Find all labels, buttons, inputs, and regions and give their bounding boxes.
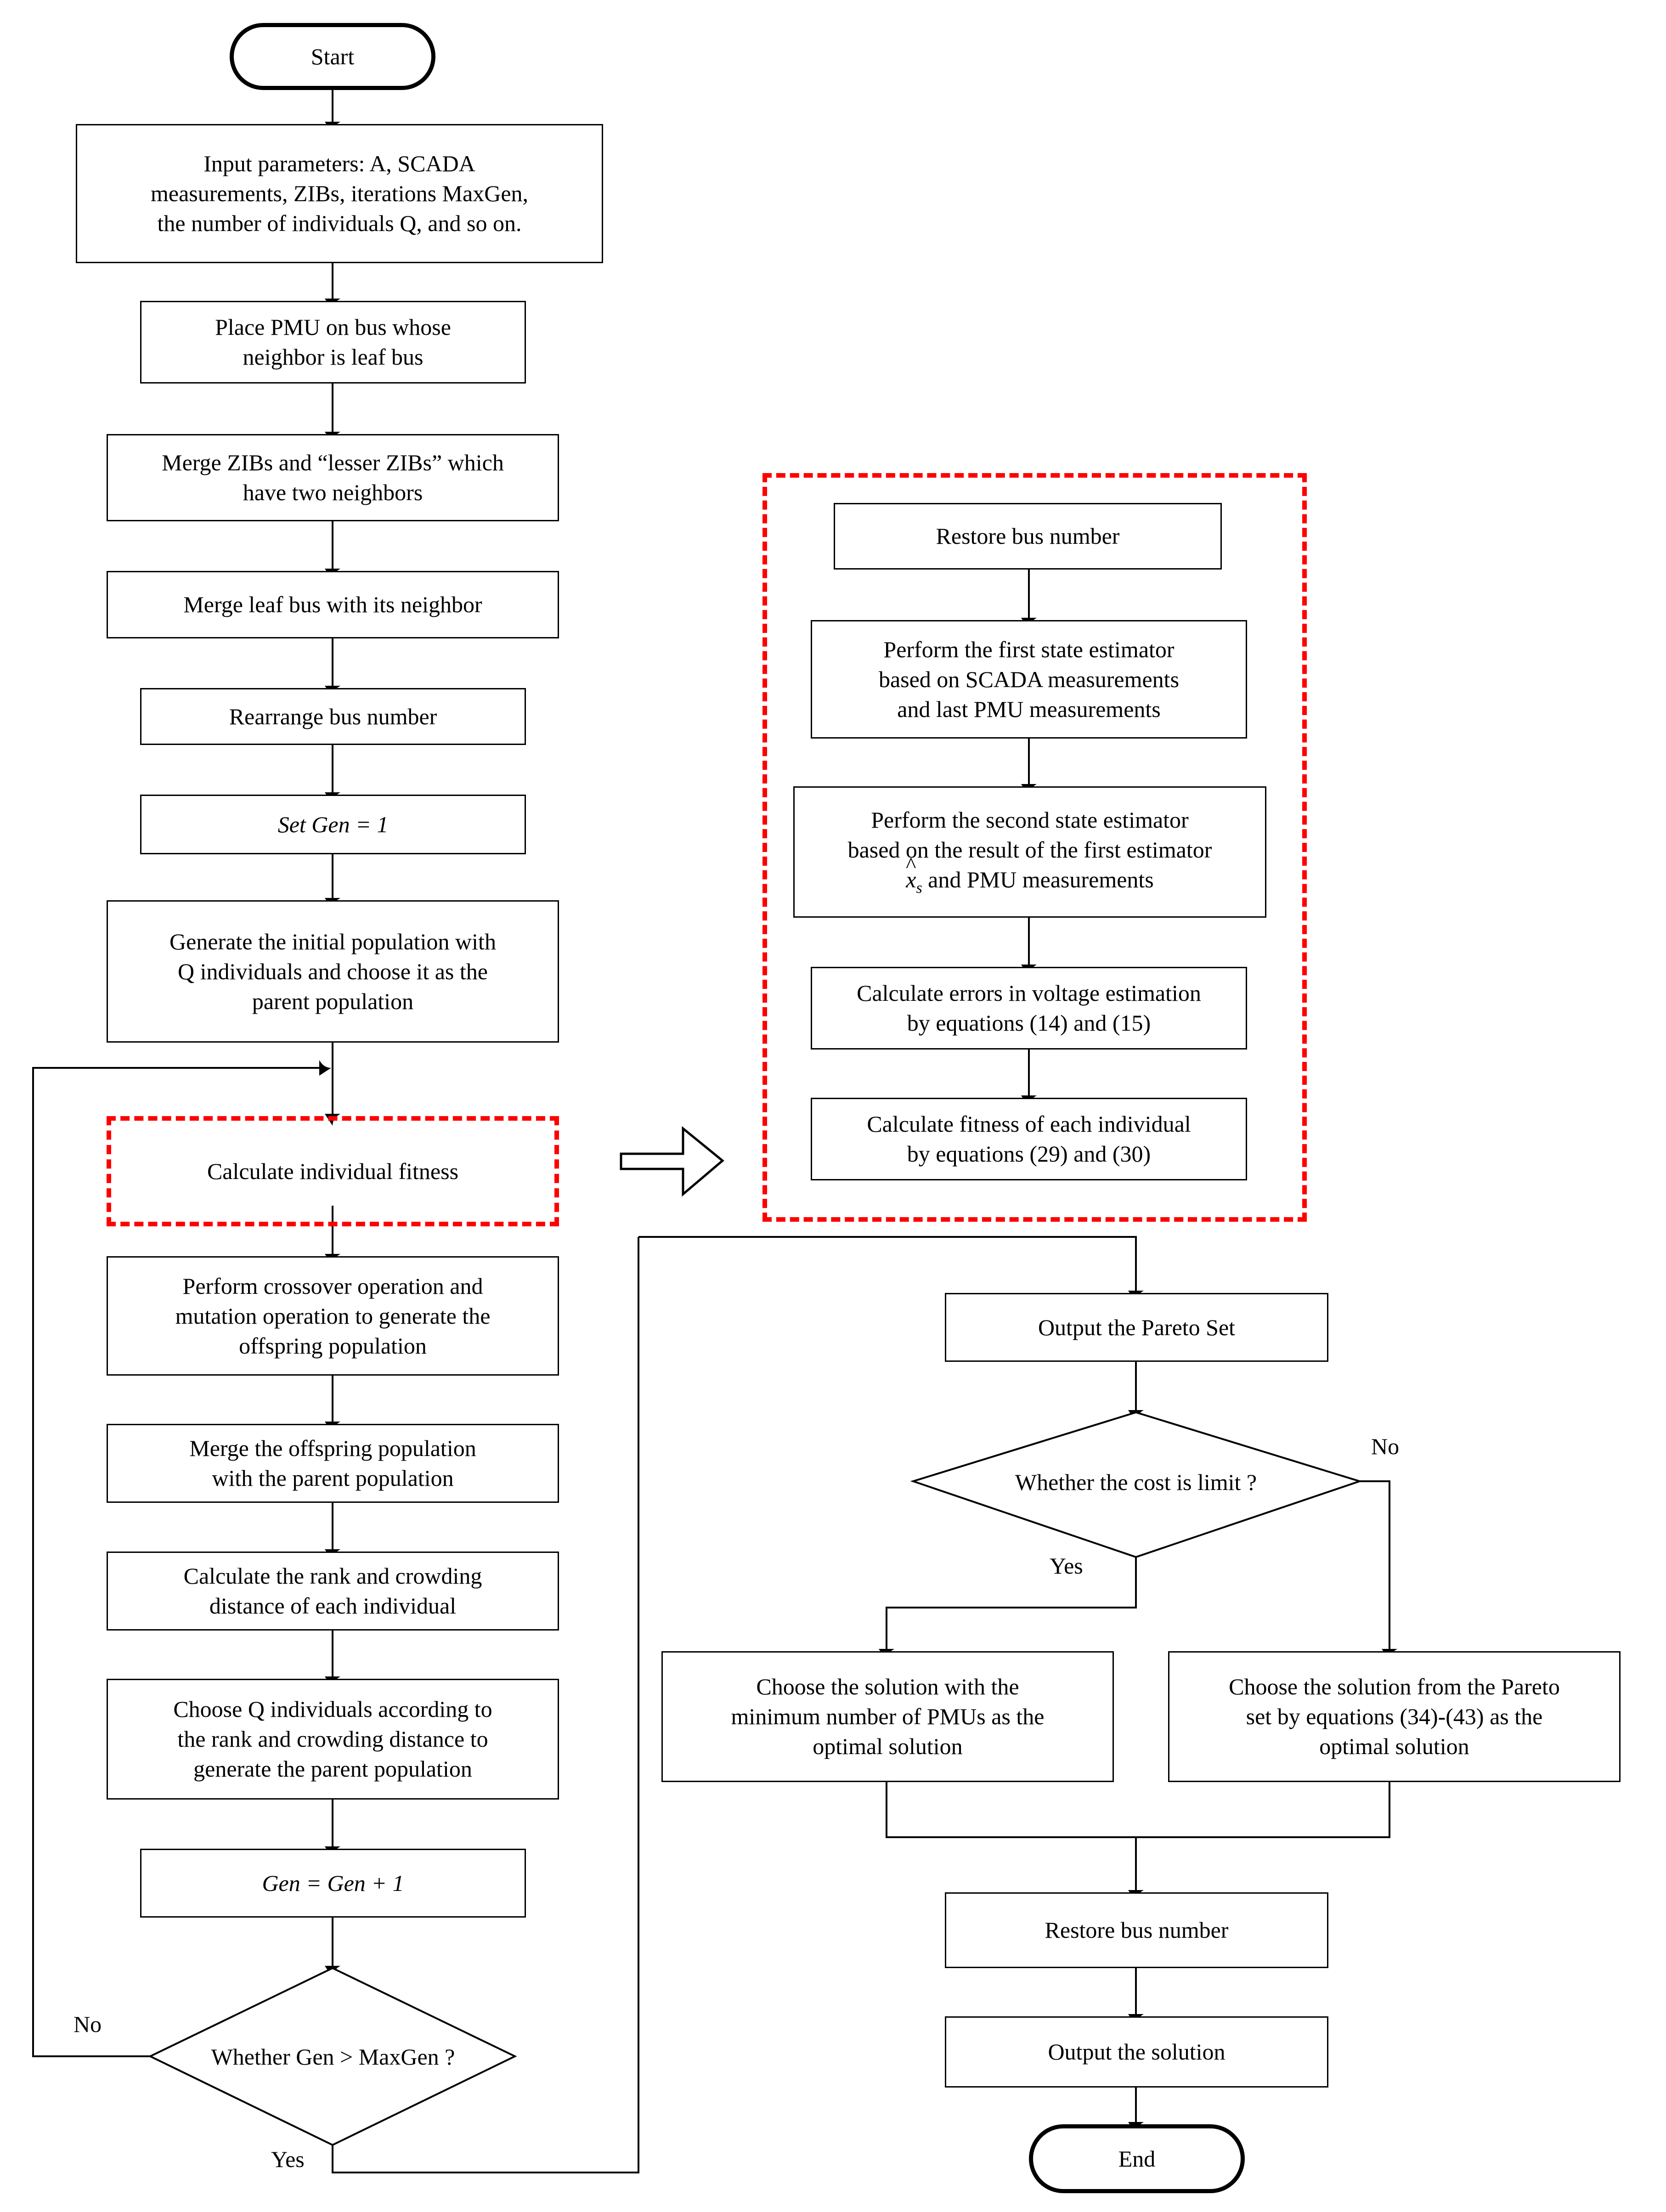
output-pareto-label: Output the Pareto Set xyxy=(1038,1314,1236,1340)
set-gen-label: Set Gen = 1 xyxy=(277,811,389,837)
process-generate-initial-population: Generate the initial population with Q i… xyxy=(107,900,559,1043)
restore-bus-top-label: Restore bus number xyxy=(936,523,1120,549)
decision-maxgen-label: Whether Gen > MaxGen ? xyxy=(211,2044,455,2070)
maxgen-no-label: No xyxy=(73,2011,102,2037)
decision-cost-label: Whether the cost is limit ? xyxy=(1015,1469,1257,1495)
process-set-gen: Set Gen = 1 xyxy=(140,795,526,854)
process-choose-minimum-pmu-solution: Choose the solution with the minimum num… xyxy=(661,1651,1114,1782)
first-estimator-line1: Perform the first state estimator xyxy=(883,636,1175,662)
crossover-line2: mutation operation to generate the xyxy=(175,1303,491,1329)
rearrange-label: Rearrange bus number xyxy=(229,703,437,729)
place-pmu-line2: neighbor is leaf bus xyxy=(243,344,424,370)
generate-pop-line1: Generate the initial population with xyxy=(169,928,496,954)
merge-offspring-line1: Merge the offspring population xyxy=(189,1435,476,1461)
process-choose-pareto-solution: Choose the solution from the Pareto set … xyxy=(1168,1651,1621,1782)
merge-zibs-line2: have two neighbors xyxy=(243,480,423,505)
choose-pareto-line2: set by equations (34)-(43) as the xyxy=(1246,1704,1543,1729)
process-merge-offspring: Merge the offspring population with the … xyxy=(107,1424,559,1503)
process-calculate-voltage-errors: Calculate errors in voltage estimation b… xyxy=(811,967,1247,1050)
errors-line2: by equations (14) and (15) xyxy=(907,1010,1151,1036)
process-calculate-fitness-equations: Calculate fitness of each individual by … xyxy=(811,1098,1247,1180)
fitness-line1: Calculate fitness of each individual xyxy=(867,1111,1191,1137)
decision-maxgen: Whether Gen > MaxGen ? xyxy=(179,2035,487,2079)
generate-pop-line3: parent population xyxy=(252,988,414,1014)
second-estimator-line3: xs and PMU measurements xyxy=(848,865,1212,898)
rank-crowding-line2: distance of each individual xyxy=(209,1593,457,1619)
crossover-line1: Perform crossover operation and xyxy=(182,1273,483,1299)
choose-min-line2: minimum number of PMUs as the xyxy=(731,1704,1045,1729)
place-pmu-line1: Place PMU on bus whose xyxy=(215,314,451,340)
process-merge-zibs: Merge ZIBs and “lesser ZIBs” which have … xyxy=(107,434,559,521)
process-output-pareto-set: Output the Pareto Set xyxy=(945,1293,1328,1362)
second-estimator-line3-suffix: and PMU measurements xyxy=(922,867,1154,893)
merge-offspring-line2: with the parent population xyxy=(212,1465,454,1491)
first-estimator-line3: and last PMU measurements xyxy=(897,696,1161,722)
gen-increment-label: Gen = Gen + 1 xyxy=(262,1870,404,1896)
process-restore-bus-number-bottom: Restore bus number xyxy=(945,1892,1328,1968)
choose-q-line1: Choose Q individuals according to xyxy=(173,1696,492,1722)
terminal-start: Start xyxy=(230,23,435,90)
merge-zibs-line1: Merge ZIBs and “lesser ZIBs” which xyxy=(162,450,504,475)
fitness-line2: by equations (29) and (30) xyxy=(907,1141,1151,1167)
process-output-solution: Output the solution xyxy=(945,2016,1328,2088)
process-input-parameters: Input parameters: A, SCADA measurements,… xyxy=(76,124,603,263)
choose-min-line1: Choose the solution with the xyxy=(756,1674,1019,1699)
choose-q-line2: the rank and crowding distance to xyxy=(177,1726,488,1752)
process-restore-bus-number-top: Restore bus number xyxy=(834,503,1222,570)
choose-pareto-line3: optimal solution xyxy=(1319,1733,1469,1759)
process-crossover-mutation: Perform crossover operation and mutation… xyxy=(107,1256,559,1376)
process-rearrange-bus-number: Rearrange bus number xyxy=(140,688,526,745)
second-estimator-line1: Perform the second state estimator xyxy=(871,807,1189,833)
choose-q-line3: generate the parent population xyxy=(193,1756,472,1782)
process-rank-crowding-distance: Calculate the rank and crowding distance… xyxy=(107,1552,559,1631)
process-calculate-individual-fitness: Calculate individual fitness xyxy=(107,1116,559,1226)
errors-line1: Calculate errors in voltage estimation xyxy=(857,980,1201,1006)
process-place-pmu: Place PMU on bus whose neighbor is leaf … xyxy=(140,301,526,384)
choose-pareto-line1: Choose the solution from the Pareto xyxy=(1229,1674,1560,1699)
choose-min-line3: optimal solution xyxy=(813,1733,963,1759)
x-hat-symbol: x xyxy=(906,865,916,895)
calculate-fitness-label: Calculate individual fitness xyxy=(207,1158,459,1184)
block-arrow-icon xyxy=(620,1126,724,1197)
process-merge-leaf-bus: Merge leaf bus with its neighbor xyxy=(107,571,559,638)
crossover-line3: offspring population xyxy=(239,1332,427,1359)
output-solution-label: Output the solution xyxy=(1048,2039,1225,2065)
generate-pop-line2: Q individuals and choose it as the xyxy=(178,958,488,984)
decision-cost: Whether the cost is limit ? xyxy=(974,1463,1298,1501)
process-second-state-estimator: Perform the second state estimator based… xyxy=(793,786,1266,918)
first-estimator-line2: based on SCADA measurements xyxy=(878,666,1180,692)
input-parameters-line1: Input parameters: A, SCADA xyxy=(203,151,475,176)
input-parameters-line2: measurements, ZIBs, iterations MaxGen, xyxy=(150,181,529,206)
restore-bus-bottom-label: Restore bus number xyxy=(1045,1917,1229,1943)
rank-crowding-line1: Calculate the rank and crowding xyxy=(183,1563,482,1589)
process-choose-q-individuals: Choose Q individuals according to the ra… xyxy=(107,1679,559,1800)
dashed-group-calculate-fitness xyxy=(107,1116,559,1226)
cost-no-label: No xyxy=(1371,1433,1400,1459)
second-estimator-line2: based on the result of the first estimat… xyxy=(847,837,1212,863)
input-parameters-line3: the number of individuals Q, and so on. xyxy=(157,210,522,236)
x-hat-subscript: s xyxy=(916,880,922,897)
terminal-end-label: End xyxy=(1118,2146,1156,2172)
cost-yes-label: Yes xyxy=(1050,1553,1083,1579)
terminal-end: End xyxy=(1029,2124,1245,2193)
maxgen-yes-label: Yes xyxy=(271,2146,305,2172)
dashed-group-fitness-evaluation xyxy=(762,473,1307,1222)
merge-leaf-label: Merge leaf bus with its neighbor xyxy=(183,592,482,617)
process-gen-increment: Gen = Gen + 1 xyxy=(140,1849,526,1918)
terminal-start-label: Start xyxy=(311,44,355,69)
process-first-state-estimator: Perform the first state estimator based … xyxy=(811,620,1247,739)
